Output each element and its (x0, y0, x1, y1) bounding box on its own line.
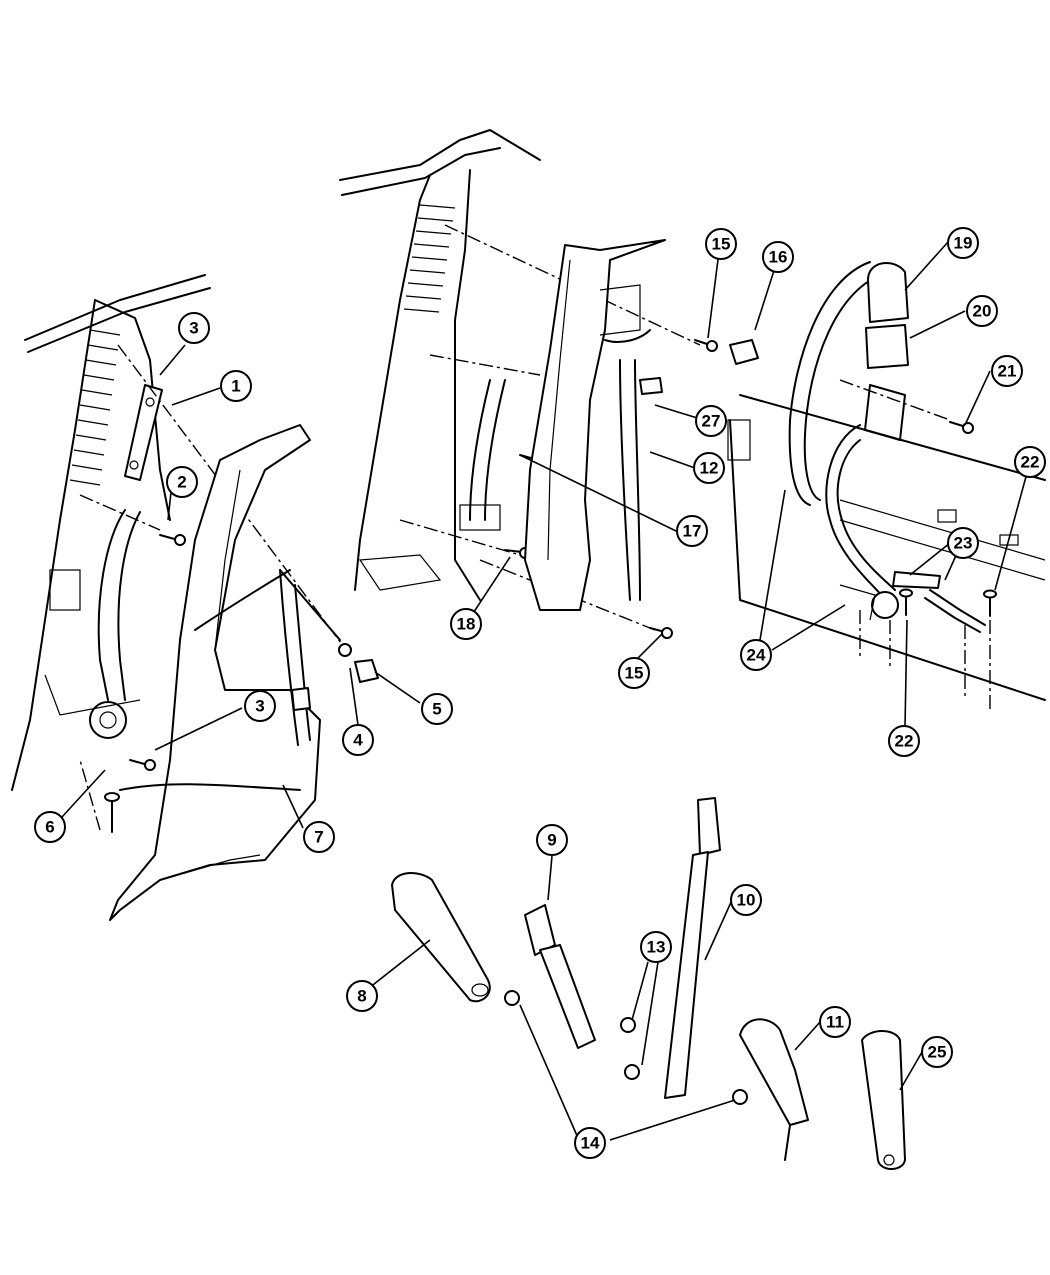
svg-text:15: 15 (625, 664, 644, 683)
svg-text:3: 3 (255, 697, 264, 716)
callout-27: 27 (695, 405, 727, 437)
callout-20: 20 (966, 295, 998, 327)
callout-5: 5 (421, 693, 453, 725)
callout-8: 8 (346, 980, 378, 1012)
callout-22-lower: 22 (888, 725, 920, 757)
callout-6: 6 (34, 811, 66, 843)
svg-text:13: 13 (647, 938, 666, 957)
svg-text:17: 17 (683, 522, 702, 541)
svg-text:4: 4 (353, 731, 363, 750)
callouts: 1 2 3 3 4 5 6 7 8 9 10 11 12 13 14 15 15… (34, 227, 1046, 1159)
svg-text:8: 8 (357, 987, 366, 1006)
rear-seat-belt-assembly (727, 261, 1046, 712)
svg-text:23: 23 (954, 534, 973, 553)
callout-25: 25 (921, 1036, 953, 1068)
callout-15-upper: 15 (705, 228, 737, 260)
svg-text:24: 24 (747, 646, 766, 665)
svg-text:10: 10 (737, 891, 756, 910)
callout-4: 4 (342, 724, 374, 756)
callout-12: 12 (693, 452, 725, 484)
callout-13: 13 (640, 931, 672, 963)
callout-14: 14 (574, 1127, 606, 1159)
svg-text:7: 7 (314, 828, 323, 847)
svg-text:25: 25 (928, 1043, 947, 1062)
callout-23: 23 (947, 527, 979, 559)
svg-text:11: 11 (826, 1013, 844, 1032)
svg-text:20: 20 (973, 302, 992, 321)
svg-text:15: 15 (712, 235, 731, 254)
callout-3-upper: 3 (178, 312, 210, 344)
callout-3-lower: 3 (244, 690, 276, 722)
callout-1: 1 (220, 370, 252, 402)
svg-text:22: 22 (895, 732, 914, 751)
callout-11: 11 (819, 1006, 851, 1038)
callout-16: 16 (762, 241, 794, 273)
callout-21: 21 (991, 355, 1023, 387)
rear-pillar-assembly (339, 129, 759, 639)
svg-text:6: 6 (45, 818, 54, 837)
svg-text:18: 18 (457, 615, 476, 634)
svg-text:22: 22 (1021, 453, 1040, 472)
callout-2: 2 (166, 466, 198, 498)
svg-text:1: 1 (231, 377, 240, 396)
svg-text:9: 9 (547, 831, 556, 850)
callout-18: 18 (450, 608, 482, 640)
svg-text:5: 5 (432, 700, 441, 719)
svg-text:14: 14 (581, 1134, 600, 1153)
callout-7: 7 (303, 821, 335, 853)
callout-10: 10 (730, 884, 762, 916)
loose-parts (391, 797, 906, 1170)
svg-text:21: 21 (998, 362, 1017, 381)
front-pillar-assembly (11, 274, 379, 921)
callout-22-upper: 22 (1014, 446, 1046, 478)
svg-text:16: 16 (769, 248, 788, 267)
callout-19: 19 (947, 227, 979, 259)
svg-text:19: 19 (954, 234, 973, 253)
svg-text:3: 3 (189, 319, 198, 338)
callout-9: 9 (536, 824, 568, 856)
callout-17: 17 (676, 515, 708, 547)
callout-24: 24 (740, 639, 772, 671)
callout-15-lower: 15 (618, 657, 650, 689)
svg-text:12: 12 (700, 459, 719, 478)
svg-text:27: 27 (702, 412, 721, 431)
svg-text:2: 2 (177, 473, 186, 492)
